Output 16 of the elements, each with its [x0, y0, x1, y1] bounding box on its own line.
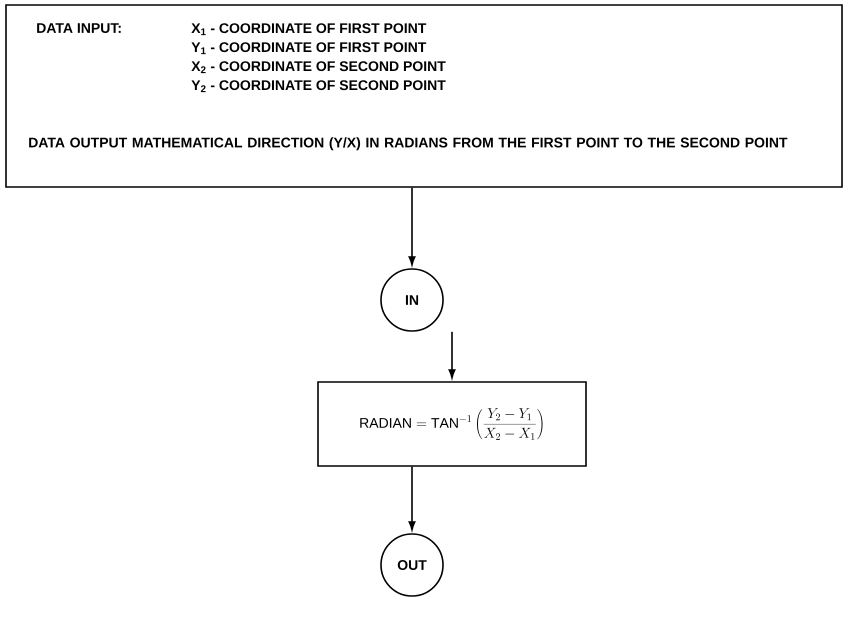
- process-box: [5, 4, 843, 188]
- arrow: [408, 188, 416, 266]
- arrow: [408, 466, 416, 530]
- connector-circle: [380, 268, 444, 332]
- input-line: Y$_{1}$ - COORDINATE OF FIRST POINT: [191, 42, 426, 54]
- input-line: X$_{1}$ - COORDINATE OF FIRST POINT: [191, 23, 426, 36]
- section-heading: DATA INPUT:: [37, 23, 121, 33]
- input-line: Y$_{2}$ - COORDINATE OF SECOND POINT: [191, 80, 446, 92]
- circle-label: IN: [406, 295, 418, 305]
- output-paragraph: DATA OUTPUT MATHEMATICAL DIRECTION (Y/X) IN RADIANS FROM THE FIRST POINT TO THE SECOND POINT: [29, 137, 788, 150]
- arrow: [448, 332, 456, 378]
- process-box: [317, 381, 587, 467]
- connector-circle: [380, 533, 444, 597]
- formula: $\mathrm{RADIAN} = \mathrm{TAN}^{-1}\left(\frac{Y_2 - Y_1}{X_2 - X_1}\right)$: [360, 408, 543, 440]
- circle-label: OUT: [398, 560, 427, 570]
- input-line: X$_{2}$ - COORDINATE OF SECOND POINT: [191, 61, 446, 74]
